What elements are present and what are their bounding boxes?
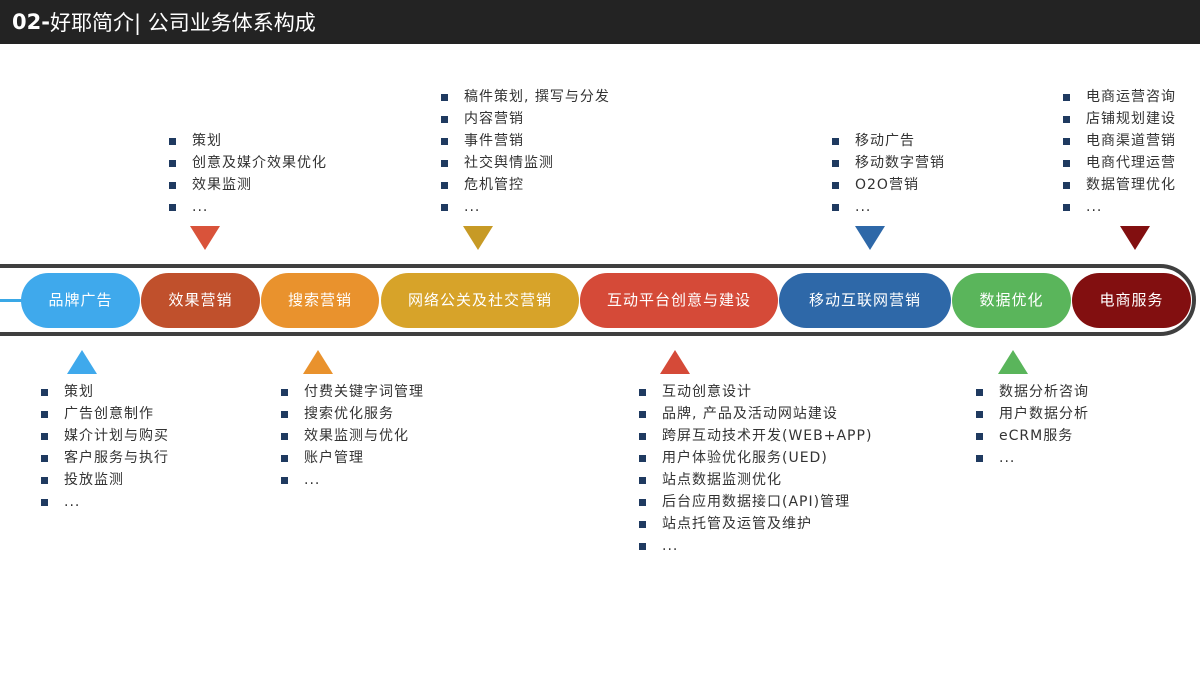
list-item: 付费关键字词管理 [281, 381, 424, 403]
list-pr-social: 稿件策划, 撰写与分发 内容营销 事件营销 社交舆情监测 危机管控 ... [441, 86, 610, 218]
list-item: 电商渠道营销 [1063, 130, 1176, 152]
list-brand-ads: 策划 广告创意制作 媒介计划与购买 客户服务与执行 投放监测 ... [41, 381, 169, 513]
list-item: 用户体验优化服务(UED) [639, 447, 872, 469]
list-ecommerce-service: 电商运营咨询 店铺规划建设 电商渠道营销 电商代理运营 数据管理优化 ... [1063, 86, 1176, 218]
list-item: 危机管控 [441, 174, 610, 196]
title-bar: 02- 好耶简介| 公司业务体系构成 [0, 0, 1200, 44]
list-item: 用户数据分析 [976, 403, 1089, 425]
list-effect-marketing: 策划 创意及媒介效果优化 效果监测 ... [169, 130, 327, 218]
list-item: ... [41, 491, 169, 513]
list-item: O2O营销 [832, 174, 945, 196]
triangle-up-icon [660, 350, 690, 374]
triangle-down-icon [463, 226, 493, 250]
list-item: ... [1063, 196, 1176, 218]
pill-effect-marketing: 效果营销 [141, 273, 260, 328]
page-title: 好耶简介| 公司业务体系构成 [49, 11, 316, 35]
list-item: 电商运营咨询 [1063, 86, 1176, 108]
list-item: 互动创意设计 [639, 381, 872, 403]
list-item: 内容营销 [441, 108, 610, 130]
list-item: 效果监测 [169, 174, 327, 196]
pill-data-optimization-label: 数据优化 [979, 291, 1044, 309]
list-item: ... [639, 535, 872, 557]
pill-brand-ads: 品牌广告 [21, 273, 140, 328]
track-lead-line [0, 299, 30, 302]
list-item: 策划 [41, 381, 169, 403]
list-item: 策划 [169, 130, 327, 152]
pill-ecommerce-service-label: 电商服务 [1099, 291, 1164, 309]
pill-mobile-marketing-label: 移动互联网营销 [808, 291, 921, 309]
pill-interactive-platform-label: 互动平台创意与建设 [606, 291, 751, 309]
pill-search-marketing-label: 搜索营销 [287, 291, 352, 309]
pill-pr-social: 网络公关及社交营销 [381, 273, 579, 328]
triangle-down-icon [1120, 226, 1150, 250]
list-item: 投放监测 [41, 469, 169, 491]
list-item: 店铺规划建设 [1063, 108, 1176, 130]
list-item: 创意及媒介效果优化 [169, 152, 327, 174]
list-item: 媒介计划与购买 [41, 425, 169, 447]
pill-brand-ads-label: 品牌广告 [48, 291, 113, 309]
list-item: ... [281, 469, 424, 491]
pill-search-marketing: 搜索营销 [261, 273, 379, 328]
process-track [0, 264, 1196, 336]
list-search-marketing: 付费关键字词管理 搜索优化服务 效果监测与优化 账户管理 ... [281, 381, 424, 491]
pill-mobile-marketing: 移动互联网营销 [779, 273, 951, 328]
pill-data-optimization: 数据优化 [952, 273, 1071, 328]
list-item: 稿件策划, 撰写与分发 [441, 86, 610, 108]
list-item: ... [976, 447, 1089, 469]
list-item: 数据分析咨询 [976, 381, 1089, 403]
triangle-down-icon [855, 226, 885, 250]
list-item: 社交舆情监测 [441, 152, 610, 174]
list-item: 品牌, 产品及活动网站建设 [639, 403, 872, 425]
triangle-up-icon [67, 350, 97, 374]
list-item: ... [169, 196, 327, 218]
list-interactive-platform: 互动创意设计 品牌, 产品及活动网站建设 跨屏互动技术开发(WEB+APP) 用… [639, 381, 872, 557]
list-item: ... [441, 196, 610, 218]
list-item: eCRM服务 [976, 425, 1089, 447]
pill-ecommerce-service: 电商服务 [1072, 273, 1191, 328]
list-item: 后台应用数据接口(API)管理 [639, 491, 872, 513]
list-item: 账户管理 [281, 447, 424, 469]
pill-effect-marketing-label: 效果营销 [168, 291, 233, 309]
list-item: 电商代理运营 [1063, 152, 1176, 174]
list-item: 站点数据监测优化 [639, 469, 872, 491]
list-mobile-marketing: 移动广告 移动数字营销 O2O营销 ... [832, 130, 945, 218]
list-item: 广告创意制作 [41, 403, 169, 425]
pill-pr-social-label: 网络公关及社交营销 [407, 291, 552, 309]
list-data-optimization: 数据分析咨询 用户数据分析 eCRM服务 ... [976, 381, 1089, 469]
list-item: 客户服务与执行 [41, 447, 169, 469]
list-item: 事件营销 [441, 130, 610, 152]
list-item: 跨屏互动技术开发(WEB+APP) [639, 425, 872, 447]
triangle-up-icon [303, 350, 333, 374]
triangle-down-icon [190, 226, 220, 250]
section-number: 02- [12, 10, 50, 34]
list-item: 效果监测与优化 [281, 425, 424, 447]
list-item: ... [832, 196, 945, 218]
triangle-up-icon [998, 350, 1028, 374]
list-item: 移动数字营销 [832, 152, 945, 174]
list-item: 站点托管及运管及维护 [639, 513, 872, 535]
list-item: 移动广告 [832, 130, 945, 152]
list-item: 搜索优化服务 [281, 403, 424, 425]
pill-interactive-platform: 互动平台创意与建设 [580, 273, 778, 328]
list-item: 数据管理优化 [1063, 174, 1176, 196]
